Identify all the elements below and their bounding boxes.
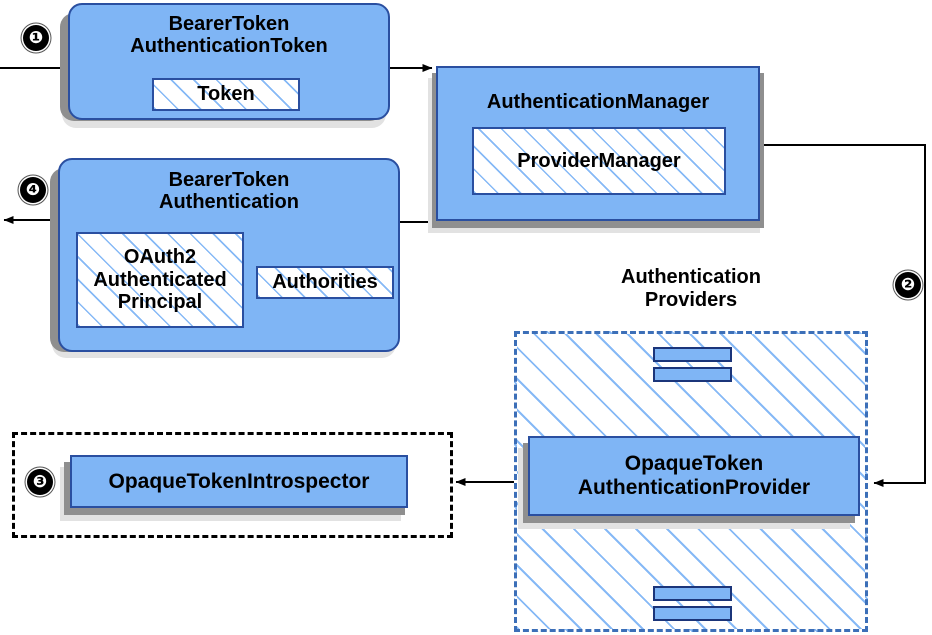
bearer-token-authentication-field-principal: OAuth2 Authenticated Principal <box>76 232 244 328</box>
authentication-providers-caption: Authentication Providers <box>621 266 761 311</box>
provider-stub-bottom-2 <box>653 606 732 621</box>
authentication-manager-title: AuthenticationManager <box>486 91 710 113</box>
provider-stub-top-2 <box>653 367 732 382</box>
step-badge-4: ❹ <box>20 177 46 203</box>
step-badge-1: ❶ <box>23 25 49 51</box>
bearer-token-authentication-token-title: BearerToken AuthenticationToken <box>130 13 328 58</box>
node-opaque-token-introspector[interactable]: OpaqueTokenIntrospector <box>70 455 408 508</box>
bearer-token-authentication-token-field-token: Token <box>152 78 300 111</box>
provider-stub-top-1 <box>653 347 732 362</box>
opaque-token-authentication-provider-title: OpaqueToken AuthenticationProvider <box>577 452 811 499</box>
provider-stub-bottom-1 <box>653 586 732 601</box>
bearer-token-authentication-field-authorities: Authorities <box>256 266 394 299</box>
node-opaque-token-authentication-provider[interactable]: OpaqueToken AuthenticationProvider <box>528 436 860 516</box>
step-badge-2: ❷ <box>895 272 921 298</box>
opaque-token-introspector-title: OpaqueTokenIntrospector <box>108 469 370 493</box>
node-bearer-token-authentication-token[interactable]: BearerToken AuthenticationToken Token <box>68 3 390 120</box>
bearer-token-authentication-title: BearerToken Authentication <box>159 169 299 214</box>
authentication-manager-field-provider-manager: ProviderManager <box>472 127 726 195</box>
node-authentication-manager[interactable]: AuthenticationManager ProviderManager <box>436 66 760 221</box>
opaque-token-introspector-container <box>12 432 453 538</box>
step-badge-3: ❸ <box>27 469 53 495</box>
node-bearer-token-authentication[interactable]: BearerToken Authentication OAuth2 Authen… <box>58 158 400 352</box>
